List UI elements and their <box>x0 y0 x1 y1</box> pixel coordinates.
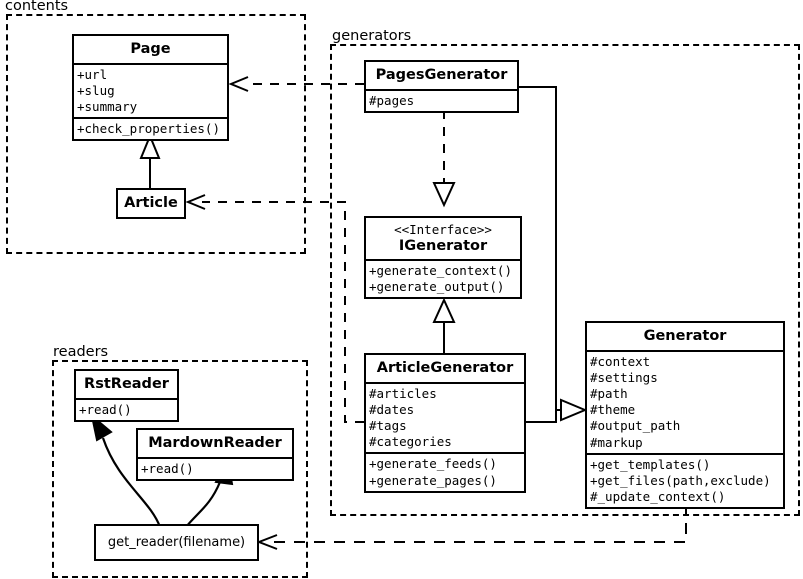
attribute: #settings <box>590 369 658 385</box>
class-igenerator-stereotype: <<Interface>> <box>394 222 492 237</box>
attribute: #articles <box>369 385 437 401</box>
attribute: #path <box>590 385 628 401</box>
operation: +generate_output() <box>369 279 505 295</box>
class-article-generator-operations: +generate_feeds() +generate_pages() <box>366 452 524 490</box>
attribute: +url <box>77 66 108 82</box>
class-generator-title: Generator <box>643 328 727 344</box>
class-pages-generator-attributes: #pages <box>366 88 517 111</box>
class-generator[interactable]: Generator #context #settings #path #them… <box>585 321 785 510</box>
class-mardown-reader-operations: +read() <box>138 456 292 479</box>
class-article[interactable]: Article <box>116 188 186 219</box>
class-rst-reader-title: RstReader <box>84 376 169 392</box>
class-page[interactable]: Page +url +slug +summary +check_properti… <box>72 34 229 142</box>
class-article-title: Article <box>124 195 178 211</box>
attribute: #markup <box>590 434 643 450</box>
package-contents-frame <box>6 14 306 254</box>
package-readers-frame <box>52 360 308 578</box>
class-igenerator-name: IGenerator <box>398 237 488 254</box>
class-generator-operations: +get_templates() +get_files(path,exclude… <box>587 452 783 508</box>
package-readers-label: readers <box>52 344 111 360</box>
attribute: #dates <box>369 401 415 417</box>
class-page-operations: +check_properties() <box>74 117 227 139</box>
attribute: #categories <box>369 434 452 450</box>
operation: +generate_pages() <box>369 472 497 488</box>
class-page-attributes: +url +slug +summary <box>74 62 227 118</box>
class-rst-reader[interactable]: RstReader +read() <box>74 369 179 422</box>
operation: +read() <box>79 401 132 417</box>
class-page-title: Page <box>130 41 171 57</box>
operation: +check_properties() <box>77 121 220 137</box>
class-igenerator-operations: +generate_context() +generate_output() <box>366 259 520 297</box>
operation: #_update_context() <box>590 489 726 505</box>
class-pages-generator[interactable]: PagesGenerator #pages <box>364 60 519 113</box>
class-generator-attributes: #context #settings #path #theme #output_… <box>587 349 783 453</box>
class-mardown-reader[interactable]: MardownReader +read() <box>136 428 294 481</box>
class-article-generator[interactable]: ArticleGenerator #articles #dates #tags … <box>364 353 526 493</box>
class-article-generator-attributes: #articles #dates #tags #categories <box>366 381 524 453</box>
operation: +generate_context() <box>369 263 512 278</box>
operation: +read() <box>141 460 194 476</box>
class-mardown-reader-title: MardownReader <box>148 435 282 451</box>
attribute: +summary <box>77 98 138 114</box>
attribute: #context <box>590 353 651 369</box>
class-rst-reader-operations: +read() <box>76 397 177 420</box>
package-generators-label: generators <box>331 28 414 44</box>
attribute: #tags <box>369 417 407 433</box>
class-igenerator-title: <<Interface>> IGenerator <box>366 218 520 259</box>
package-contents-label: contents <box>4 0 71 14</box>
operation: +generate_feeds() <box>369 456 497 472</box>
class-igenerator[interactable]: <<Interface>> IGenerator +generate_conte… <box>364 216 522 300</box>
attribute: #output_path <box>590 418 681 434</box>
class-article-generator-title: ArticleGenerator <box>376 360 514 376</box>
operation: +get_templates() <box>590 456 711 472</box>
class-pages-generator-title: PagesGenerator <box>375 67 508 83</box>
attribute: #theme <box>590 402 636 418</box>
operation: +get_files(path,exclude) <box>590 472 771 488</box>
function-get-reader-label: get_reader(filename) <box>107 535 246 550</box>
attribute: #pages <box>369 92 415 108</box>
function-get-reader[interactable]: get_reader(filename) <box>94 524 259 561</box>
attribute: +slug <box>77 82 115 98</box>
